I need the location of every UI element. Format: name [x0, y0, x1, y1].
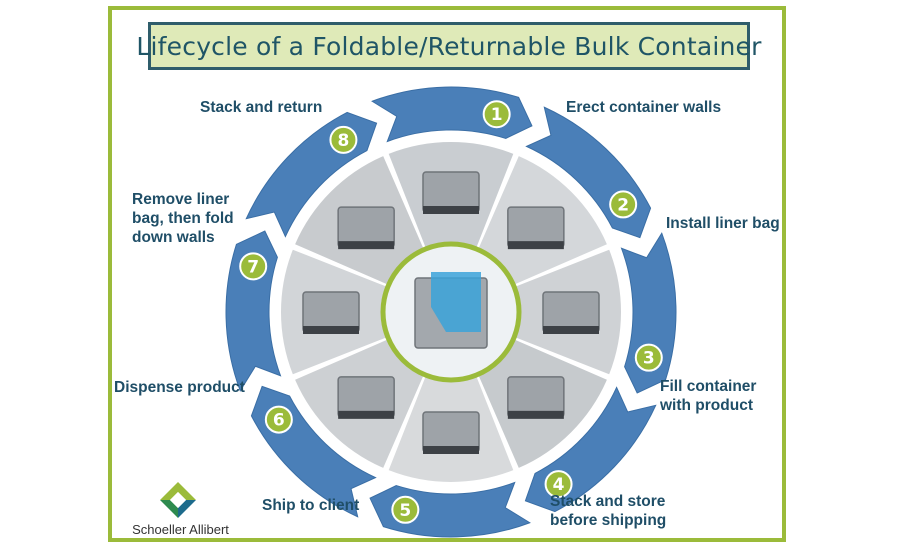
cycle-arrow-segment-7	[225, 230, 282, 392]
step-number-3: 3	[643, 349, 655, 369]
container-pallet-4	[507, 410, 564, 419]
step-badge-8	[329, 125, 358, 154]
container-pallet-8	[338, 241, 395, 250]
photo-wheel	[275, 136, 627, 488]
step-badge-7	[239, 252, 268, 281]
step-badge-4	[544, 470, 573, 499]
step-badge-6	[264, 405, 293, 434]
cycle-arrow-segment-5	[369, 481, 531, 538]
container-pallet-7	[303, 326, 359, 334]
container-pallet-5	[423, 446, 479, 454]
center-liner-bag	[431, 272, 481, 332]
container-pallet-3	[543, 326, 599, 334]
step-label-1: Erect container walls	[566, 99, 722, 116]
step-number-8: 8	[338, 131, 350, 151]
container-pallet-2	[507, 241, 564, 250]
container-pallet-1	[423, 206, 479, 214]
step-number-6: 6	[273, 411, 285, 431]
step-badge-1	[482, 100, 511, 129]
step-label-8: Stack and return	[200, 99, 323, 116]
cycle-arrow-segment-3	[620, 232, 677, 394]
step-number-2: 2	[617, 195, 629, 215]
step-number-1: 1	[491, 105, 503, 125]
container-pallet-6	[338, 410, 395, 419]
step-number-7: 7	[247, 257, 259, 277]
step-badge-2	[609, 190, 638, 219]
step-label-7: Remove liner bag, then fold down walls	[132, 191, 234, 246]
step-number-4: 4	[553, 475, 565, 495]
step-number-5: 5	[399, 501, 411, 521]
step-label-4: Stack and store before shipping	[550, 493, 667, 529]
step-label-6: Dispense product	[114, 379, 245, 396]
step-badges: 1 2 3 4 5 6 7 8	[239, 100, 663, 524]
schoeller-allibert-logo-icon	[160, 482, 196, 518]
title-box: Lifecycle of a Foldable/Returnable Bulk …	[136, 22, 761, 70]
step-label-2: Install liner bag	[666, 215, 780, 232]
step-label-3: Fill container with product	[660, 378, 757, 414]
page-title: Lifecycle of a Foldable/Returnable Bulk …	[136, 31, 762, 61]
brand-name: Schoeller Allibert	[132, 522, 229, 537]
step-badge-5	[391, 495, 420, 524]
step-badge-3	[634, 343, 663, 372]
step-label-5: Ship to client	[262, 497, 360, 514]
cycle-arrow-segment-1	[371, 86, 533, 143]
